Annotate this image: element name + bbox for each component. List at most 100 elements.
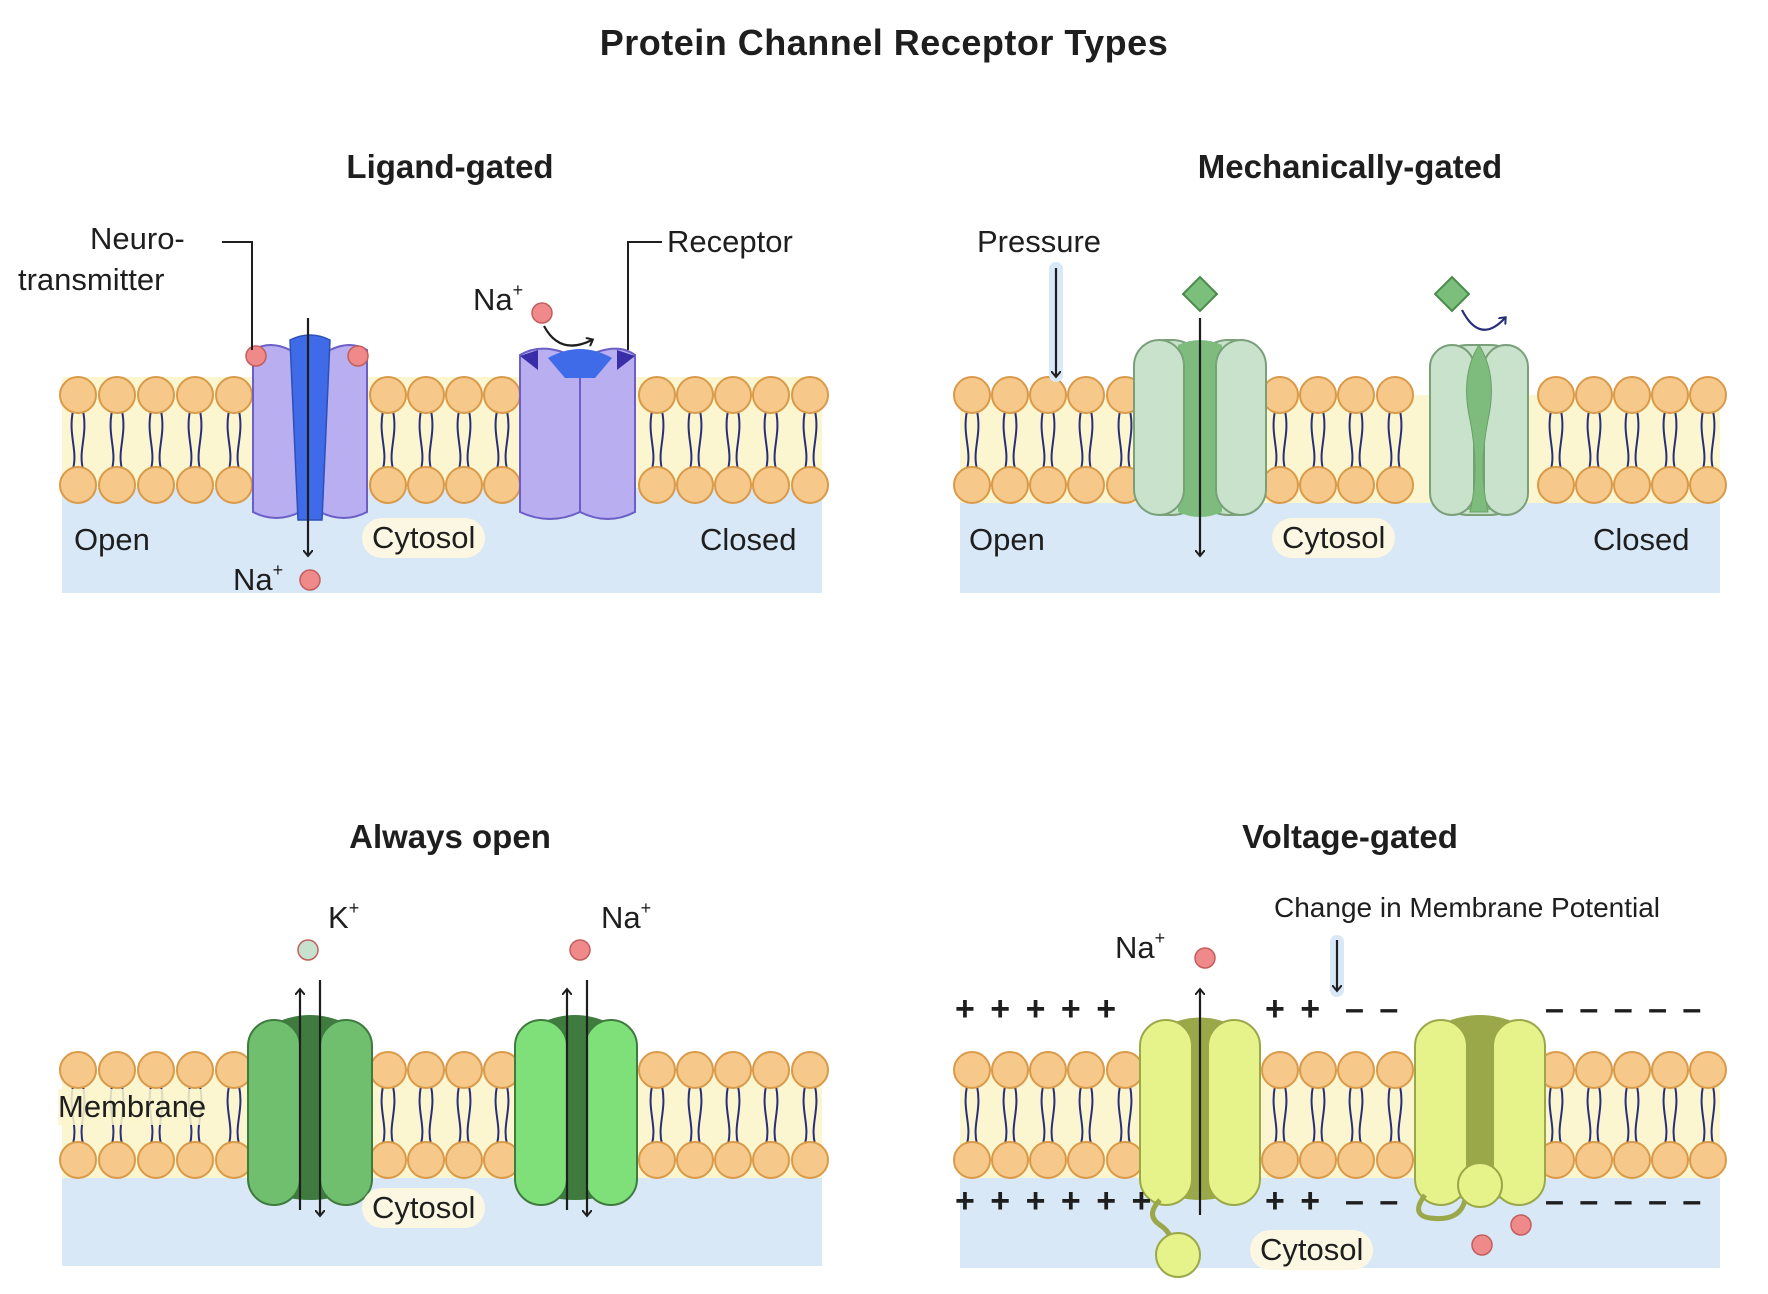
lipid-tail xyxy=(428,1085,434,1145)
lipid-tail xyxy=(390,410,396,470)
lipid-head xyxy=(369,376,407,414)
lipid-tail xyxy=(1672,1085,1678,1145)
lipid-head xyxy=(1376,1141,1414,1179)
lipid-head xyxy=(215,376,253,414)
lipid-tail xyxy=(812,410,818,470)
lipid-tail xyxy=(974,1085,980,1145)
receptor-subunit-right xyxy=(319,344,368,519)
ligand-release-arrow xyxy=(1461,309,1505,331)
lipid-tail xyxy=(1700,410,1706,470)
lipid-head xyxy=(1613,1141,1651,1179)
lipid-tail xyxy=(1548,1085,1554,1145)
lipid-tail xyxy=(148,410,154,470)
label-pressure: Pressure xyxy=(977,224,1102,259)
lipid-tail xyxy=(735,410,741,470)
lipid-head xyxy=(176,1141,214,1179)
inactivation-ball xyxy=(1155,1232,1201,1278)
label-na-always: Na+ xyxy=(601,898,652,935)
lipid-head xyxy=(752,466,790,504)
receptor-tip xyxy=(520,350,538,370)
lipid-head xyxy=(791,1051,829,1089)
lipid-head xyxy=(1651,1051,1689,1089)
lipid-tail xyxy=(1596,410,1602,470)
lipid-tail xyxy=(1012,410,1018,470)
lipid-tail xyxy=(1088,410,1094,470)
lipid-head xyxy=(98,1141,136,1179)
label-cytosol-ligand: Cytosol xyxy=(362,518,486,558)
charge-top-right: – – – – – xyxy=(1545,990,1705,1028)
lipid-tail xyxy=(418,1085,424,1145)
na-channel-subunit xyxy=(584,1019,638,1206)
lipid-tail xyxy=(494,1085,500,1145)
charge-top-left: + + + + + xyxy=(955,990,1120,1028)
lipid-tail xyxy=(380,410,386,470)
lipid-tail xyxy=(109,410,115,470)
na-channel-subunit xyxy=(514,1019,568,1206)
lipid-tail xyxy=(119,410,125,470)
lipid-tail xyxy=(418,410,424,470)
inactivation-chain xyxy=(1416,1193,1468,1222)
na-ion-always xyxy=(569,939,591,961)
lipid-head xyxy=(215,466,253,504)
mech-subunit-left xyxy=(1429,344,1475,516)
charge-top-mid-plus: + + xyxy=(1265,990,1324,1028)
lipid-head xyxy=(1067,1051,1105,1089)
lipid-tail xyxy=(1397,1085,1403,1145)
lipid-tail xyxy=(1012,1085,1018,1145)
lipid-tail xyxy=(456,1085,462,1145)
lipid-head xyxy=(98,376,136,414)
lipid-tail xyxy=(1662,410,1668,470)
lipid-tail xyxy=(236,410,242,470)
lipid-head xyxy=(1106,1051,1144,1089)
lipid-tail xyxy=(1282,410,1288,470)
lipid-head xyxy=(137,466,175,504)
lipid-tail xyxy=(1348,410,1354,470)
lipid-tail xyxy=(1358,410,1364,470)
lipid-tail xyxy=(1397,410,1403,470)
receptor-binding-site xyxy=(548,349,612,378)
lipid-tail xyxy=(466,1085,472,1145)
lipid-head xyxy=(638,376,676,414)
lipid-tail xyxy=(236,1085,242,1145)
voltage-closed-channel xyxy=(1414,1015,1546,1222)
lipid-tail xyxy=(1320,1085,1326,1145)
lipid-tail xyxy=(1078,410,1084,470)
lipid-tail xyxy=(773,1085,779,1145)
lipid-head xyxy=(714,376,752,414)
receptor-leader xyxy=(627,241,662,350)
na-ion-bottom xyxy=(299,569,321,591)
lipid-head xyxy=(1261,466,1299,504)
lipid-head xyxy=(676,1051,714,1089)
lipid-head xyxy=(714,466,752,504)
lipid-tail xyxy=(725,1085,731,1145)
neurotransmitter-ion xyxy=(245,345,267,367)
lipid-tail xyxy=(80,410,86,470)
lipid-tail xyxy=(504,410,510,470)
lipid-head xyxy=(98,1051,136,1089)
lipid-tail xyxy=(1586,1085,1592,1145)
lipid-tail xyxy=(226,1085,232,1145)
lipid-tail xyxy=(1320,410,1326,470)
lipid-tail xyxy=(1282,1085,1288,1145)
lipid-head xyxy=(1299,466,1337,504)
lipid-head xyxy=(1651,1141,1689,1179)
lipid-tail xyxy=(735,1085,741,1145)
k-channel-subunit xyxy=(247,1019,301,1206)
lipid-tail xyxy=(456,410,462,470)
lipid-head xyxy=(137,376,175,414)
lipid-head xyxy=(407,1051,445,1089)
lipid-tail xyxy=(812,1085,818,1145)
lipid-tail xyxy=(763,1085,769,1145)
lipid-head xyxy=(1613,466,1651,504)
lipid-head xyxy=(483,376,521,414)
lipid-head xyxy=(1689,1141,1727,1179)
lipid-head xyxy=(176,376,214,414)
lipid-tail xyxy=(1310,1085,1316,1145)
lipid-head xyxy=(445,1051,483,1089)
lipid-tail xyxy=(1002,410,1008,470)
label-membrane-potential: Change in Membrane Potential xyxy=(1274,892,1661,923)
lipid-head xyxy=(1299,1051,1337,1089)
lipid-tail xyxy=(1548,410,1554,470)
lipid-head xyxy=(176,466,214,504)
lipid-head xyxy=(676,1141,714,1179)
